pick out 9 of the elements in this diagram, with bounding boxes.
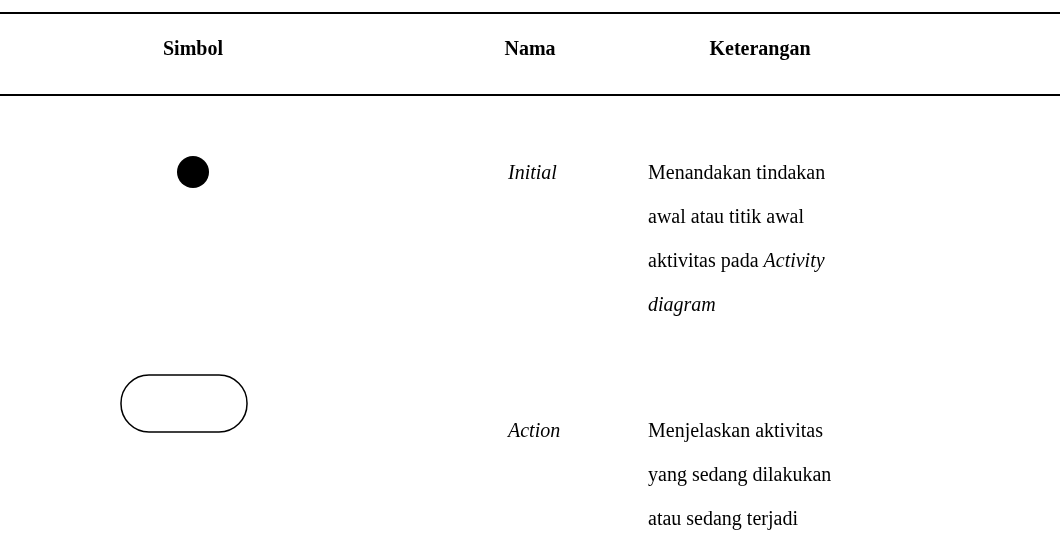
- name-cell-text: Action: [508, 418, 562, 443]
- column-header: Simbol: [162, 36, 224, 61]
- column-header: Keterangan: [708, 36, 812, 62]
- name-cell-text: Initial: [508, 160, 558, 185]
- initial-node-symbol: [177, 156, 209, 188]
- description-cell-text: Menandakan tindakan awal atau titik awal aktivitas pada Activity diagram: [648, 160, 827, 318]
- action-node-symbol: [120, 374, 248, 433]
- description-cell-text: Menjelaskan aktivitas yang sedang dilakukan atau sedang terjadi: [648, 418, 833, 532]
- column-header: Nama: [503, 36, 557, 61]
